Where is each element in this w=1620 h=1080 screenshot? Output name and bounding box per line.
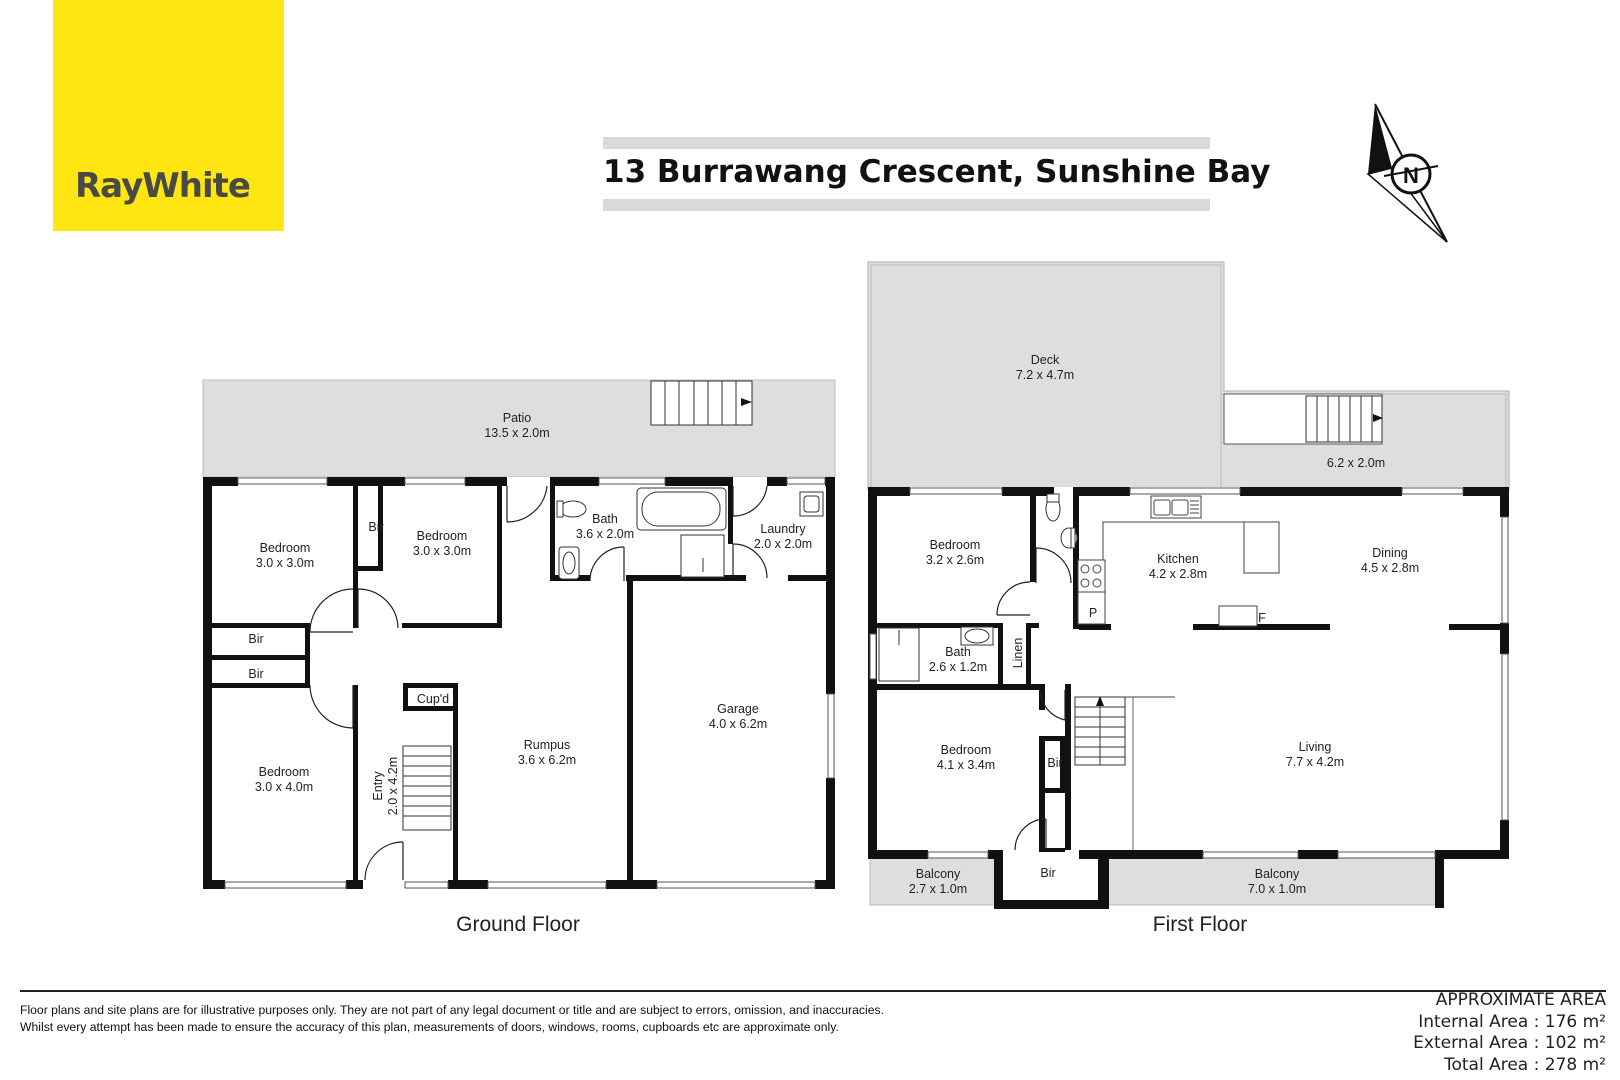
room-size-kitchen: 4.2 x 2.8m [1149,567,1207,581]
room-size-rumpus: 3.6 x 6.2m [518,753,576,767]
room-size-laundry: 2.0 x 2.0m [754,537,812,551]
room-name-bir: Bir [368,520,383,534]
title-bar-top [603,137,1210,149]
room-name-balcony: Balcony [1255,867,1300,881]
room-name-bedroom: Bedroom [417,529,468,543]
title-bar-bottom [603,199,1210,211]
room-size-deck: 6.2 x 2.0m [1327,456,1385,470]
first-floor-label: First Floor [1153,913,1248,936]
ground-floor-label: Ground Floor [456,913,580,936]
ground-floor-plan [202,379,836,889]
room-size-bedroom: 3.0 x 3.0m [256,556,314,570]
room-name-entry: Entry [371,771,385,801]
room-size-patio: 13.5 x 2.0m [484,426,549,440]
room-name-bedroom: Bedroom [930,538,981,552]
logo-text: RayWhite [75,166,251,206]
room-name-cupboard: Cup'd [417,692,449,706]
title-banner: 13 Burrawang Crescent, Sunshine Bay [603,137,1271,211]
first-floor-plan [867,261,1510,909]
first-floor-labels: Deck 7.2 x 4.7m 6.2 x 2.0m Bedroom 3.2 x… [909,353,1419,936]
room-name-bir: Bir [1040,866,1055,880]
room-name-bir: Bir [248,632,263,646]
room-name-bedroom: Bedroom [941,743,992,757]
area-internal: Internal Area : 176 m² [1418,1011,1606,1032]
ground-floor-labels: Patio 13.5 x 2.0m Bedroom 3.0 x 3.0m Bed… [248,411,812,936]
room-name-bir: Bir [1047,756,1062,770]
room-size-bath: 2.6 x 1.2m [929,660,987,674]
approximate-area-box: APPROXIMATE AREA Internal Area : 176 m² … [1413,990,1606,1076]
room-size-bedroom: 3.0 x 4.0m [255,780,313,794]
room-size-bedroom: 4.1 x 3.4m [937,758,995,772]
page-title: 13 Burrawang Crescent, Sunshine Bay [603,154,1271,190]
room-name-bedroom: Bedroom [260,541,311,555]
room-size-deck: 7.2 x 4.7m [1016,368,1074,382]
room-size-bedroom: 3.0 x 3.0m [413,544,471,558]
room-size-bedroom: 3.2 x 2.6m [926,553,984,567]
room-name-balcony: Balcony [916,867,961,881]
room-name-laundry: Laundry [760,522,806,536]
room-name-living: Living [1299,740,1332,754]
room-size-balcony: 2.7 x 1.0m [909,882,967,896]
room-size-balcony: 7.0 x 1.0m [1248,882,1306,896]
disclaimer-line-2: Whilst every attempt has been made to en… [20,1020,839,1034]
room-name-fridge: F [1258,611,1266,625]
room-name-bir: Bir [248,667,263,681]
room-name-dining: Dining [1372,546,1407,560]
room-size-dining: 4.5 x 2.8m [1361,561,1419,575]
area-total: Total Area : 278 m² [1444,1054,1606,1075]
area-external: External Area : 102 m² [1413,1033,1606,1053]
room-size-bath: 3.6 x 2.0m [576,527,634,541]
disclaimer-line-1: Floor plans and site plans are for illus… [20,1003,884,1017]
room-name-bath: Bath [945,645,971,659]
north-arrow-icon: N [1366,103,1448,243]
room-name-rumpus: Rumpus [524,738,571,752]
room-name-linen: Linen [1011,638,1025,669]
room-name-bath: Bath [592,512,618,526]
room-name-kitchen: Kitchen [1157,552,1199,566]
room-name-patio: Patio [503,411,532,425]
raywhite-logo: RayWhite [53,0,284,231]
room-name-bedroom: Bedroom [259,765,310,779]
room-size-garage: 4.0 x 6.2m [709,717,767,731]
room-name-garage: Garage [717,702,759,716]
room-size-living: 7.7 x 4.2m [1286,755,1344,769]
room-name-deck: Deck [1031,353,1060,367]
area-heading: APPROXIMATE AREA [1435,990,1606,1010]
footer-divider [20,990,1606,992]
room-name-pantry: P [1089,606,1097,620]
compass-label: N [1403,163,1419,188]
room-size-entry: 2.0 x 4.2m [386,757,400,815]
